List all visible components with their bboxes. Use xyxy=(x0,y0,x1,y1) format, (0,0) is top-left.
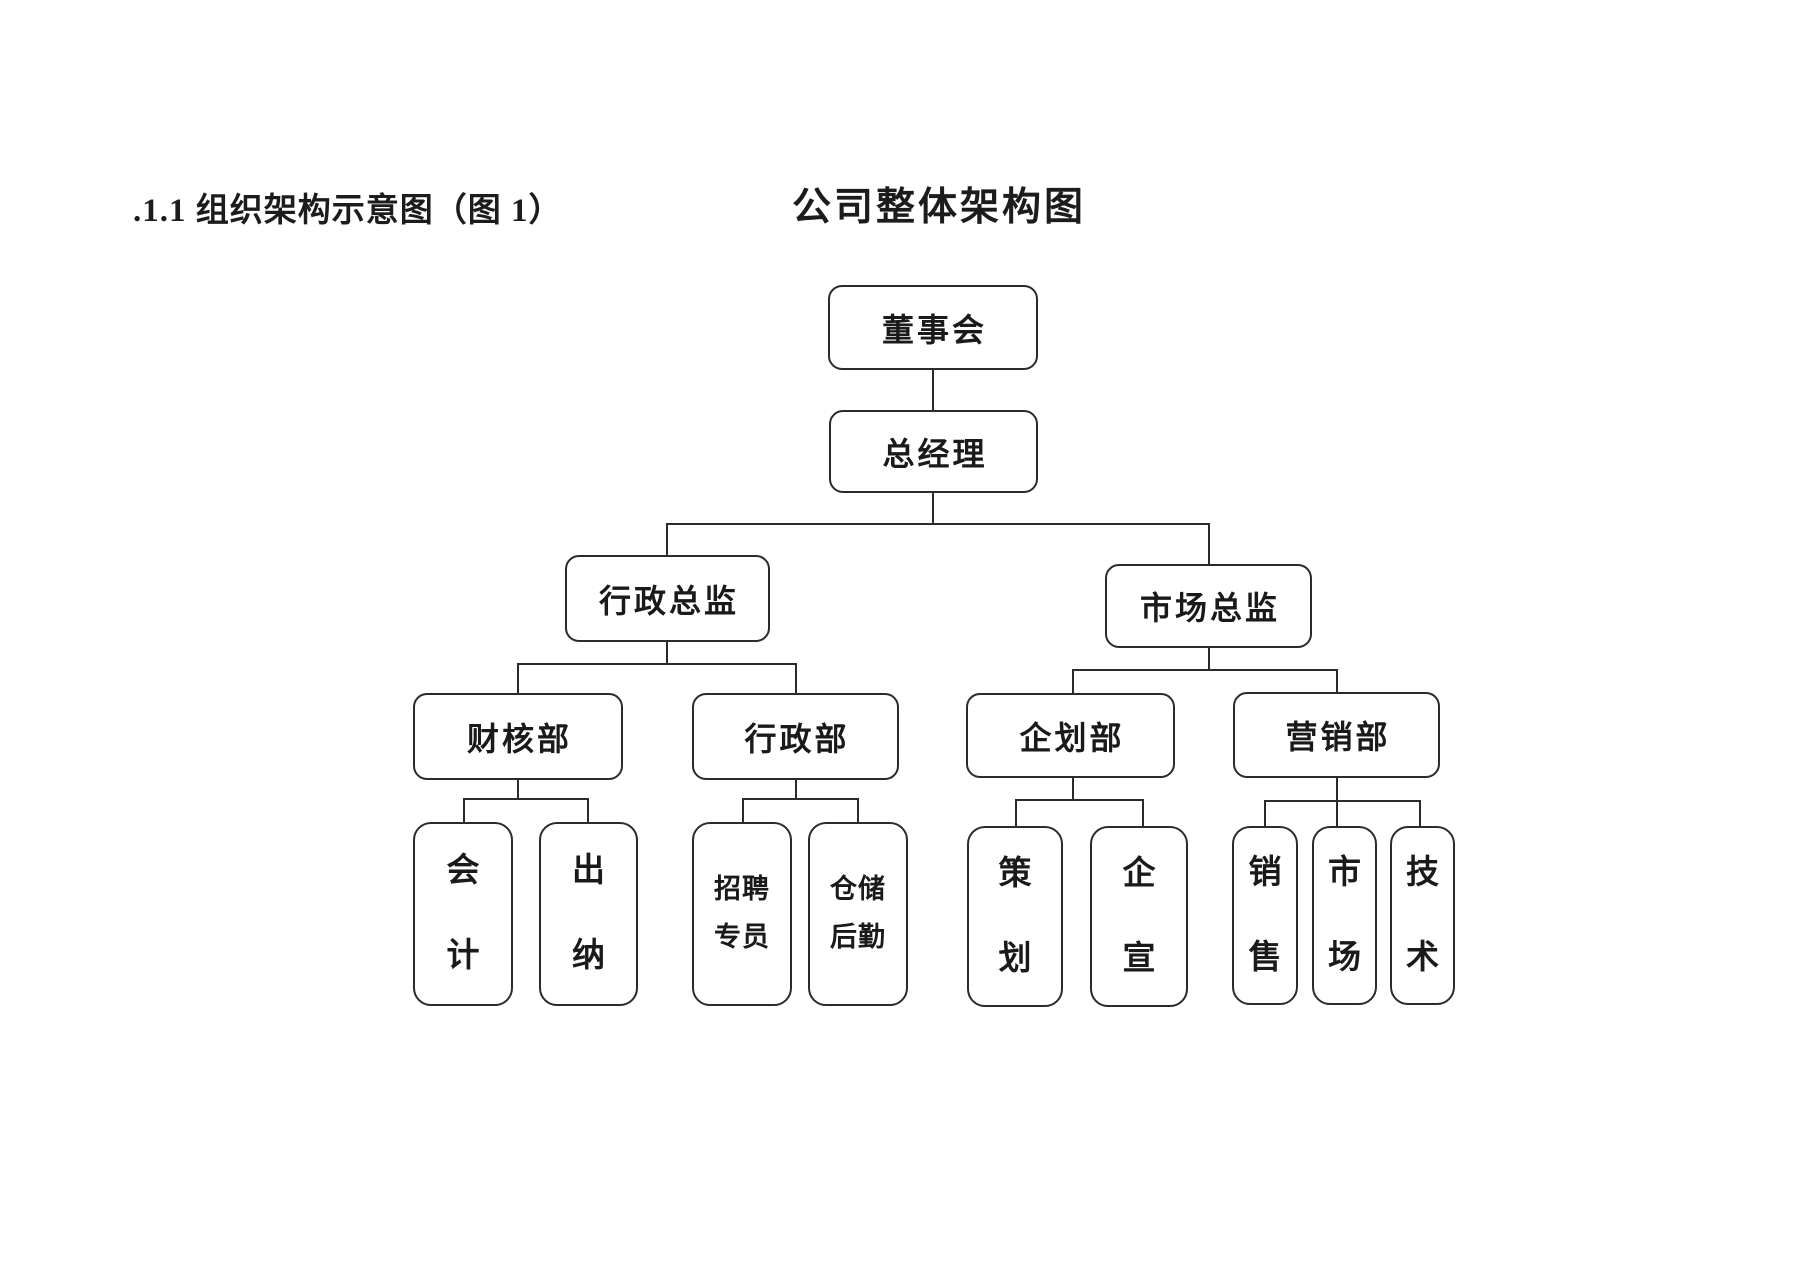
org-node-admin-director: 行政总监 xyxy=(565,555,770,642)
connector-line xyxy=(932,370,934,410)
org-node-recruiting: 招聘 专员 xyxy=(692,822,792,1006)
org-node-label-line: 后勤 xyxy=(830,922,886,952)
connector-line xyxy=(463,798,589,800)
org-node-planning-dept: 企划部 xyxy=(966,693,1175,778)
connector-line xyxy=(517,663,797,665)
org-node-label-line: 仓储 xyxy=(830,874,886,905)
connector-line xyxy=(742,798,859,800)
org-node-label-char: 策 xyxy=(998,855,1032,892)
section-heading: .1.1 组织架构示意图（图 1） xyxy=(133,193,563,229)
org-node-label: 财核部 xyxy=(466,720,572,757)
org-node-label-char: 场 xyxy=(1328,939,1361,976)
org-node-label-char: 销 xyxy=(1248,854,1282,891)
org-node-label: 行政总监 xyxy=(598,582,739,619)
org-node-label-char: 企 xyxy=(1122,855,1156,892)
connector-line xyxy=(932,493,934,525)
connector-line xyxy=(517,663,519,693)
connector-line xyxy=(1336,669,1338,692)
connector-line xyxy=(517,780,519,800)
org-node-label-char: 宣 xyxy=(1122,940,1156,977)
connector-line xyxy=(795,780,797,800)
org-node-label-char: 纳 xyxy=(572,938,605,974)
connector-line xyxy=(1015,799,1144,801)
connector-line xyxy=(666,523,1210,525)
chart-title: 公司整体架构图 xyxy=(792,186,1087,229)
org-node-general-manager: 总经理 xyxy=(829,410,1038,493)
org-node-label-char: 术 xyxy=(1406,939,1439,976)
org-node-market-director: 市场总监 xyxy=(1105,564,1312,648)
connector-line xyxy=(1336,800,1338,826)
org-node-label: 市场总监 xyxy=(1139,590,1280,626)
org-node-label-char: 划 xyxy=(998,940,1032,977)
org-node-label-char: 会 xyxy=(446,853,480,889)
org-node-publicity: 企 宣 xyxy=(1090,826,1188,1007)
org-node-label: 总经理 xyxy=(882,435,988,472)
org-node-accounting: 会 计 xyxy=(413,822,513,1006)
org-node-admin-dept: 行政部 xyxy=(692,693,899,780)
org-node-market: 市 场 xyxy=(1312,826,1377,1005)
org-node-tech: 技 术 xyxy=(1390,826,1455,1005)
org-node-cashier: 出 纳 xyxy=(539,822,638,1006)
connector-line xyxy=(1208,648,1210,671)
org-node-label-char: 计 xyxy=(446,938,480,974)
connector-line xyxy=(1072,669,1074,693)
org-node-label: 营销部 xyxy=(1285,719,1391,755)
connector-line xyxy=(1264,800,1421,802)
connector-line xyxy=(1072,778,1074,801)
connector-line xyxy=(1072,669,1338,671)
connector-line xyxy=(1208,523,1210,564)
connector-line xyxy=(587,798,589,822)
connector-line xyxy=(1336,778,1338,802)
org-node-label-char: 售 xyxy=(1248,939,1282,976)
org-node-finance-dept: 财核部 xyxy=(413,693,623,780)
org-node-label-char: 市 xyxy=(1328,854,1361,891)
org-node-label: 行政部 xyxy=(744,720,850,757)
org-node-label-line: 招聘 xyxy=(714,874,770,905)
org-node-marketing-dept: 营销部 xyxy=(1233,692,1440,778)
connector-line xyxy=(666,523,668,555)
org-node-warehouse: 仓储 后勤 xyxy=(808,822,908,1006)
connector-line xyxy=(463,798,465,822)
connector-line xyxy=(666,642,668,665)
connector-line xyxy=(1015,799,1017,826)
org-node-sales: 销 售 xyxy=(1232,826,1298,1005)
org-node-label-line: 专员 xyxy=(714,922,770,952)
connector-line xyxy=(742,798,744,822)
org-node-label: 企划部 xyxy=(1019,719,1125,756)
org-node-label: 董事会 xyxy=(881,311,987,348)
connector-line xyxy=(1419,800,1421,826)
org-node-board: 董事会 xyxy=(828,285,1038,370)
org-node-label-char: 技 xyxy=(1406,854,1439,891)
connector-line xyxy=(1142,799,1144,826)
connector-line xyxy=(1264,800,1266,826)
org-node-label-char: 出 xyxy=(572,853,605,889)
connector-line xyxy=(795,663,797,693)
org-node-planner: 策 划 xyxy=(967,826,1063,1007)
connector-line xyxy=(857,798,859,822)
